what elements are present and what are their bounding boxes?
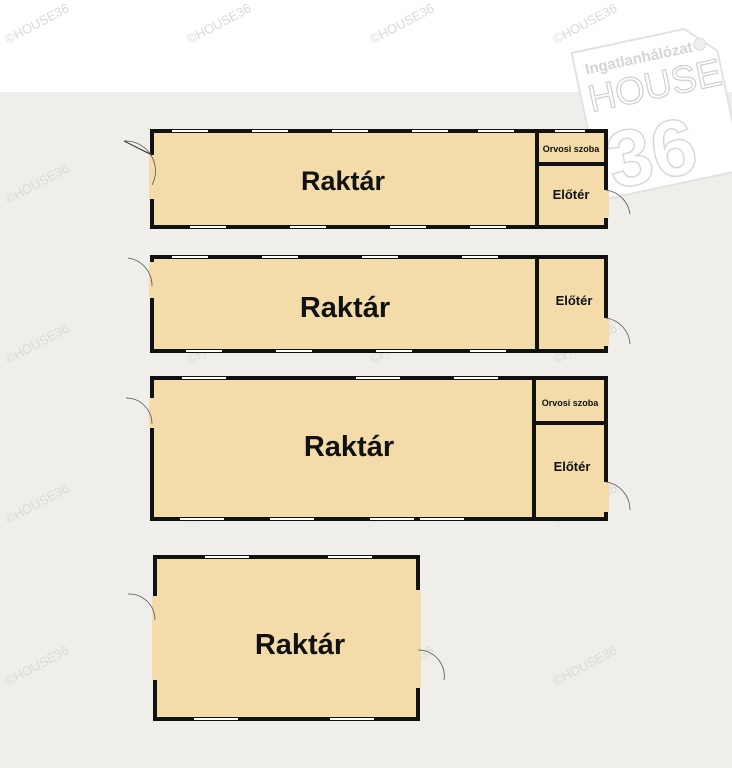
room-label-lobby: Előtér bbox=[554, 459, 591, 474]
room-fill bbox=[152, 378, 606, 519]
room-label-main: Raktár bbox=[301, 166, 386, 196]
room-label-lobby: Előtér bbox=[553, 187, 590, 202]
floor-plan-1: Raktár Orvosi szoba Előtér bbox=[123, 129, 631, 229]
room-fill bbox=[155, 557, 418, 719]
room-label-office: Orvosi szoba bbox=[543, 144, 601, 154]
logo-brand-number: 36 bbox=[599, 100, 705, 206]
room-label-office: Orvosi szoba bbox=[542, 398, 600, 408]
door-main bbox=[127, 257, 155, 298]
brand-logo: Ingatlanhálózat HOUSE 36 bbox=[570, 27, 732, 207]
room-fill bbox=[152, 131, 606, 227]
floor-plan-3: Raktár Orvosi szoba Előtér bbox=[125, 376, 631, 521]
room-label-main: Raktár bbox=[304, 431, 394, 463]
door-lobby bbox=[603, 317, 631, 346]
door-main bbox=[123, 140, 156, 199]
floor-plan-2: Raktár Előtér bbox=[127, 255, 631, 353]
door-lobby bbox=[603, 481, 631, 512]
room-fill bbox=[152, 257, 606, 351]
room-label-lobby: Előtér bbox=[556, 293, 593, 308]
room-label-main: Raktár bbox=[300, 292, 390, 324]
door-lobby bbox=[603, 189, 631, 218]
windows bbox=[194, 556, 374, 720]
door-main bbox=[125, 397, 155, 428]
door-left bbox=[127, 593, 158, 680]
door-right bbox=[415, 590, 445, 688]
floor-plan-4: Raktár bbox=[127, 555, 445, 721]
windows bbox=[172, 130, 585, 228]
room-label-main: Raktár bbox=[255, 629, 345, 661]
logo-tag-hole bbox=[693, 37, 707, 51]
windows bbox=[172, 256, 506, 352]
windows bbox=[180, 377, 498, 520]
